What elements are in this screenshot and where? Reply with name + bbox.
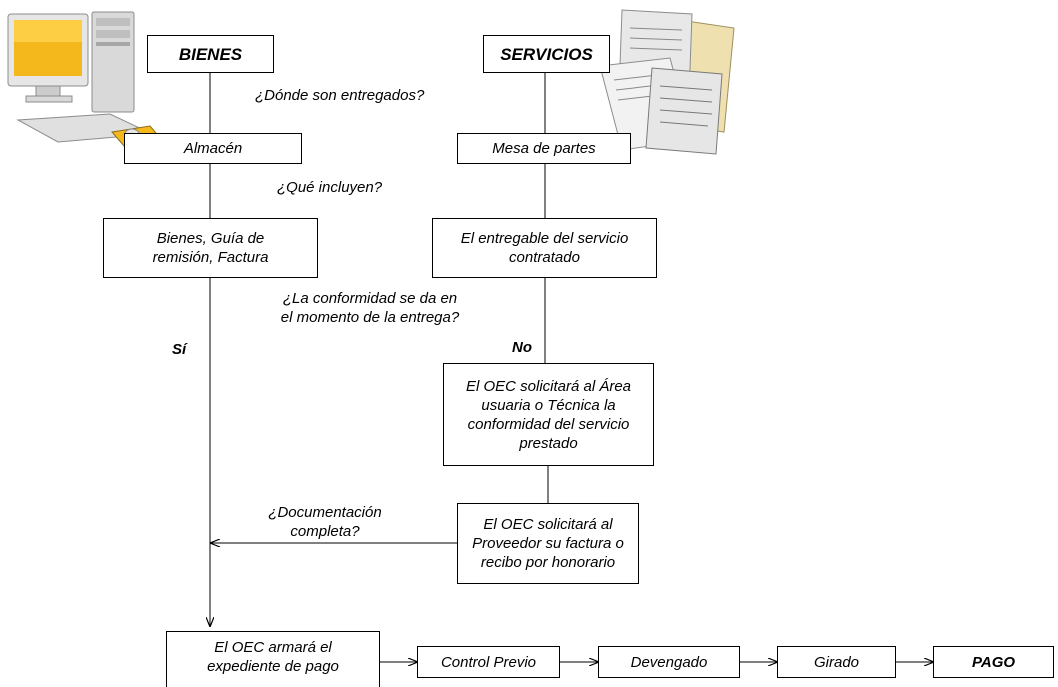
entregable-line-2: contratado <box>509 249 580 266</box>
oec-area-line-3: conformidad del servicio <box>467 415 630 433</box>
bienes-guia-line-1: Bienes, Guía de <box>156 230 265 247</box>
oec-proveedor-line-1: El OEC solicitará al <box>483 516 613 533</box>
oec-area-line-2: usuaria o Técnica la <box>481 396 616 414</box>
oec-area-line-1: El OEC solicitará al Área <box>465 377 632 395</box>
control-previo-label: Control Previo <box>440 653 537 671</box>
question-documentacion-line-1: ¿Documentación <box>268 504 382 521</box>
devengado-box: Devengado <box>598 646 740 678</box>
expediente-line-2: expediente de pago <box>207 658 339 675</box>
devengado-label: Devengado <box>630 653 708 671</box>
question-conformidad-line-1: ¿La conformidad se da en <box>282 290 458 307</box>
expediente-line-1: El OEC armará el <box>214 639 332 656</box>
oec-area-line-4: prestado <box>519 434 578 452</box>
girado-box: Girado <box>777 646 896 678</box>
bienes-label: BIENES <box>178 44 243 64</box>
mesa-partes-label: Mesa de partes <box>492 140 596 157</box>
oec-proveedor-line-2: Proveedor su factura o <box>472 535 624 552</box>
question-donde-entregados: ¿Dónde son entregados? <box>255 87 425 104</box>
answer-si: Sí <box>172 341 187 358</box>
mesa-partes-box: Mesa de partes <box>457 133 631 164</box>
question-documentacion-completa: ¿Documentación completa? <box>255 503 395 541</box>
oec-proveedor-box: El OEC solicitará al Proveedor su factur… <box>457 503 639 584</box>
question-documentacion-line-2: completa? <box>290 523 360 540</box>
bienes-box: BIENES <box>147 35 274 73</box>
entregable-servicio-box: El entregable del servicio contratado <box>432 218 657 278</box>
answer-no: No <box>512 339 532 356</box>
documents-stack-icon <box>599 9 735 155</box>
almacen-box: Almacén <box>124 133 302 164</box>
pago-box: PAGO <box>933 646 1054 678</box>
entregable-line-1: El entregable del servicio <box>460 230 629 247</box>
pago-label: PAGO <box>971 653 1016 671</box>
oec-proveedor-line-3: recibo por honorario <box>480 554 616 571</box>
bienes-guia-factura-box: Bienes, Guía de remisión, Factura <box>103 218 318 278</box>
servicios-box: SERVICIOS <box>483 35 610 73</box>
desktop-computer-icon <box>7 11 163 147</box>
oec-area-usuaria-box: El OEC solicitará al Área usuaria o Técn… <box>443 363 654 466</box>
bienes-guia-line-2: remisión, Factura <box>152 249 269 266</box>
expediente-pago-box: El OEC armará el expediente de pago <box>166 631 380 687</box>
question-que-incluyen: ¿Qué incluyen? <box>277 179 383 196</box>
almacen-label: Almacén <box>183 140 243 157</box>
control-previo-box: Control Previo <box>417 646 560 678</box>
servicios-label: SERVICIOS <box>500 44 593 64</box>
question-conformidad: ¿La conformidad se da en el momento de l… <box>240 289 500 327</box>
question-conformidad-line-2: el momento de la entrega? <box>280 309 460 326</box>
girado-label: Girado <box>813 653 860 671</box>
